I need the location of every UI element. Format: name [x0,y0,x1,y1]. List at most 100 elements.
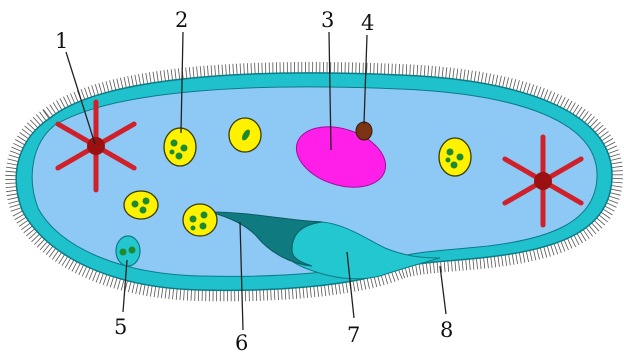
cilium [7,163,18,165]
cilium [6,190,17,192]
cilium [435,66,436,77]
cilium [74,92,78,102]
cilium [121,280,124,291]
cilium [325,285,326,296]
label-8: 8 [440,318,453,342]
cilium [523,82,526,93]
cilium [271,289,272,300]
cilium [491,257,492,268]
cilium [612,171,623,172]
food-vacuole [229,118,261,152]
cilium [371,277,374,288]
cilium [6,187,17,188]
cilium [395,64,396,75]
cilium [607,203,617,208]
cilium [442,67,443,78]
cilium [211,65,212,76]
cilium [554,244,558,254]
cilium [471,71,473,82]
food-vacuole [124,191,158,219]
cilium [176,289,177,300]
cilium [82,267,87,277]
cilium [88,87,92,97]
cilium [15,140,25,145]
cilium [100,273,104,283]
cilium [517,80,520,91]
cilium [537,249,540,260]
cilium [70,93,74,103]
cilium [551,92,555,102]
cilium [449,68,450,79]
cilium [558,243,562,253]
cilium [512,254,514,265]
cilium [544,247,547,258]
cilium [310,287,311,298]
cilium [464,69,466,80]
cilium [568,238,573,248]
label-7: 7 [347,323,360,347]
cilium [131,76,133,87]
cilium [485,73,487,84]
cilium [423,263,424,274]
cilium [117,79,120,90]
cilium [530,250,532,261]
cilium [484,258,485,269]
cilium [487,257,488,268]
cilium [303,287,304,298]
food-vacuole [183,204,217,236]
cilium [267,290,268,301]
cilium [607,146,617,150]
cilium [416,264,418,275]
food-vacuole [439,138,471,176]
cilium [413,65,414,76]
cilium [608,150,618,154]
cilium [6,167,17,169]
cilium [544,90,548,100]
cilium [448,261,449,272]
cilium [149,72,151,83]
cilium [107,276,111,286]
cilium [481,72,483,83]
cilium [132,282,134,293]
cilium [146,73,148,84]
cilium [142,74,144,85]
cilium [193,67,194,78]
cilium [554,94,559,104]
cilium [191,290,192,301]
cilium [391,271,395,281]
cilium [85,88,89,98]
cilium [520,81,523,92]
cilium [506,77,509,88]
cilium [113,79,116,90]
cilium [184,289,185,300]
cilium [571,237,576,247]
cilium [560,97,565,107]
cilium [605,206,615,211]
cilium [503,77,506,88]
cilium [164,70,166,81]
cilium [120,78,122,89]
cilium [237,64,238,75]
cilium [8,201,19,204]
cilium [114,278,117,289]
cilium [610,193,621,196]
cilium [96,272,100,282]
cilium [175,69,176,80]
cilium [8,159,19,162]
cilium [99,83,102,94]
cilium [86,268,90,278]
cilium [128,76,130,87]
cilium [102,82,105,93]
cilium [5,183,16,184]
cilium [433,262,434,273]
cilium [110,277,113,288]
cilium [419,264,421,275]
cilium [79,265,84,275]
cilium [492,74,494,85]
cilium [289,288,290,299]
cilium [395,270,399,280]
cilium [498,256,500,267]
cilium [478,72,480,83]
cilium [488,74,490,85]
cilium [455,260,456,271]
